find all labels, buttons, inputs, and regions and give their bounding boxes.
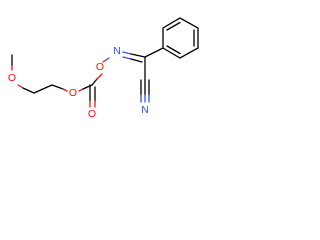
- atom-o-ester: O: [69, 87, 77, 99]
- benzene-inner-1: [166, 21, 181, 31]
- atom-o-carbonyl: O: [88, 108, 96, 120]
- structure-drawing: O O O O N N: [8, 17, 199, 120]
- bond-ooxime-n-b: [105, 57, 110, 61]
- benzene-ring: [162, 17, 199, 59]
- molecule-canvas: O O O O N N: [0, 0, 240, 132]
- bond-ch2-oester-a: [51, 84, 64, 90]
- atom-n-nitrile: N: [141, 104, 149, 116]
- bond-oester-c-a: [78, 88, 84, 92]
- bond-omethoxy-ch2b: [22, 87, 35, 94]
- atom-o-methoxy: O: [8, 72, 16, 84]
- bond-c-ooxime-b: [96, 73, 103, 80]
- bond-ch2-ch2: [33, 84, 53, 94]
- atom-n-oxime: N: [113, 45, 121, 57]
- bond-c-ooxime-a: [91, 78, 98, 86]
- bond-n-c-2a: [122, 56, 132, 60]
- bond-omethoxy-ch2a: [17, 84, 24, 89]
- bond-n-c-2b: [130, 58, 143, 63]
- benzene-inner-3: [166, 45, 181, 55]
- bond-n-c-1b: [130, 53, 146, 58]
- atom-o-oxime: O: [96, 61, 104, 73]
- bond-n-c-1a: [122, 51, 132, 55]
- bond-c-phenyl: [144, 47, 164, 58]
- bond-ch2-oester-b: [62, 88, 68, 92]
